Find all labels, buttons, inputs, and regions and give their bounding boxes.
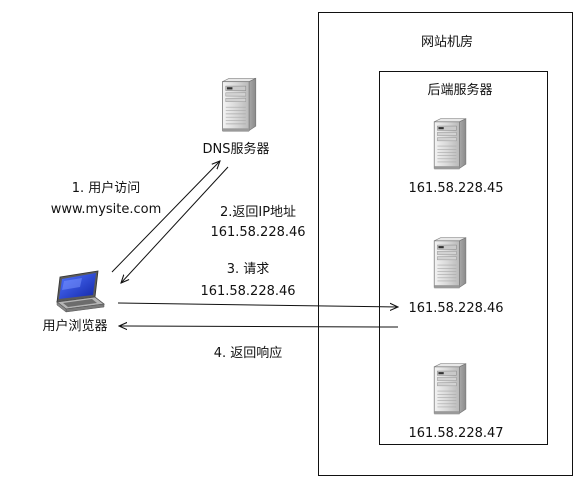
arrow-step2: [121, 166, 229, 283]
server-tower-icon: [221, 77, 257, 133]
step2-ip: 161.58.228.46: [210, 225, 305, 240]
step3-ip: 161.58.228.46: [200, 284, 295, 299]
arrow-step3: [117, 302, 398, 307]
dns-server: DNS服务器: [203, 77, 270, 157]
client-browser: 用户浏览器: [42, 270, 108, 334]
datacenter-box: [318, 12, 573, 476]
client-label: 用户浏览器: [42, 318, 107, 334]
backend-server-2: 161.58.228.46: [408, 237, 504, 316]
backend-server-ip: 161.58.228.45: [408, 181, 503, 196]
datacenter-title: 网站机房: [421, 34, 473, 50]
step1-label: 1. 用户访问: [72, 180, 141, 196]
step4-label: 4. 返回响应: [214, 345, 283, 361]
backend-server-ip: 161.58.228.46: [408, 301, 503, 316]
backend-server-1: 161.58.228.45: [408, 118, 504, 196]
step3-label: 3. 请求: [227, 262, 270, 277]
server-tower-icon: [433, 237, 467, 289]
laptop-icon: [55, 270, 106, 313]
backend-server-3: 161.58.228.47: [408, 363, 504, 441]
backend-box: [379, 71, 548, 445]
backend-server-ip: 161.58.228.47: [408, 426, 503, 441]
server-tower-icon: [433, 363, 467, 415]
step1-url: www.mysite.com: [51, 202, 162, 217]
arrow-step4: [119, 326, 399, 327]
backend-title: 后端服务器: [427, 82, 492, 98]
arrow-step1: [111, 161, 220, 273]
server-tower-icon: [433, 118, 467, 170]
dns-server-label: DNS服务器: [203, 141, 270, 157]
step2-label: 2.返回IP地址: [220, 205, 296, 220]
